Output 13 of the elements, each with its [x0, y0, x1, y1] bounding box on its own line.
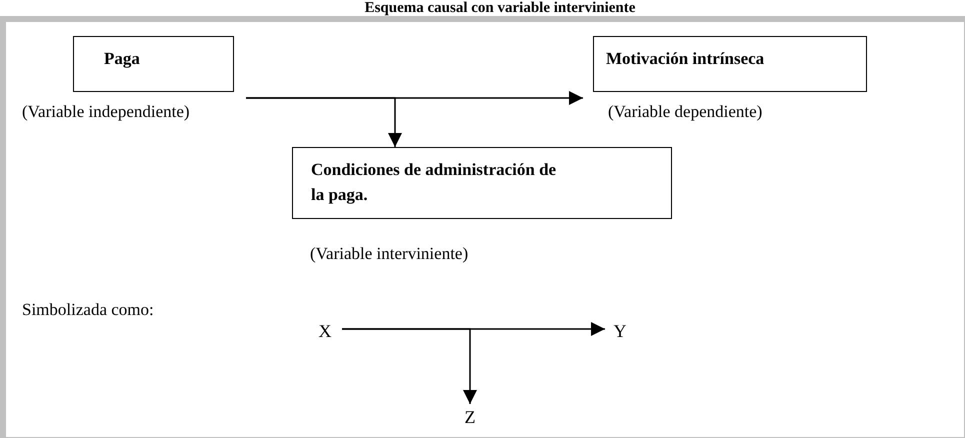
variable-box: Paga	[73, 36, 234, 92]
variable-caption: (Variable independiente)	[22, 102, 190, 122]
variable-box: Condiciones de administración de la paga.	[292, 147, 672, 219]
variable-box: Motivación intrínseca	[593, 36, 867, 92]
variable-symbol: Y	[611, 322, 629, 342]
variable-symbol: Z	[462, 408, 478, 428]
variable-symbol: X	[316, 322, 334, 342]
arrow	[246, 97, 402, 147]
variable-caption: (Variable dependiente)	[608, 102, 762, 122]
diagram-title: Esquema causal con variable interviniente	[364, 0, 636, 17]
note-text: Simbolizada como:	[22, 300, 154, 320]
variable-caption: (Variable interviniente)	[310, 244, 468, 264]
arrow	[342, 328, 477, 404]
